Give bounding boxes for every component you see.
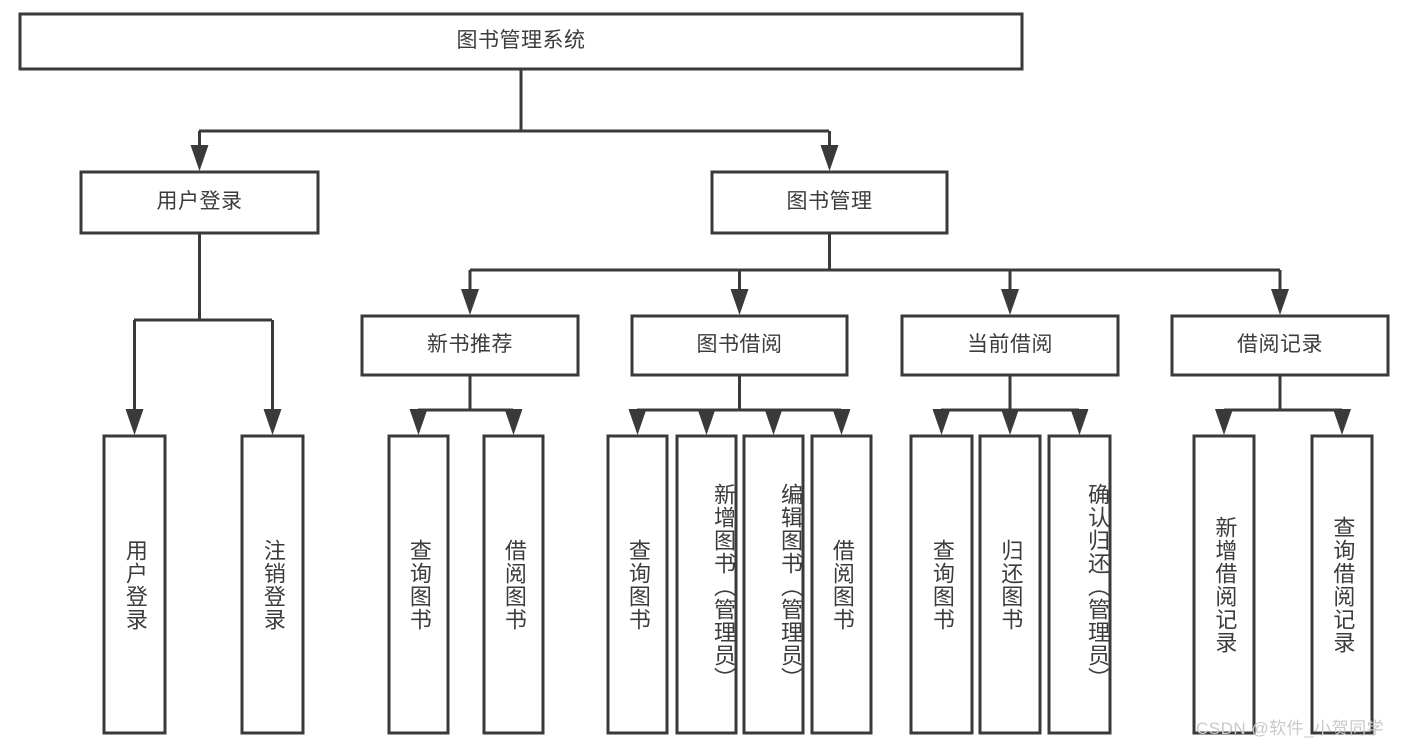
node-box-leaf-confirm-return[interactable] (1047, 434, 1112, 735)
node-box-book-borrow[interactable] (630, 314, 849, 377)
arrow-head-icon (190, 145, 209, 171)
node-box-borrow-record[interactable] (1170, 314, 1390, 377)
node-box-book-manage[interactable] (710, 170, 949, 235)
node-box-leaf-query-book-3[interactable] (909, 434, 974, 735)
node-box-leaf-edit-book[interactable] (742, 434, 805, 735)
arrow-head-icon (832, 409, 851, 435)
node-box-root[interactable] (18, 12, 1024, 71)
node-box-leaf-borrow-book-2[interactable] (810, 434, 873, 735)
csdn-watermark: CSDN @软件_小贺同学 (1196, 719, 1385, 738)
node-box-leaf-add-book[interactable] (675, 434, 738, 735)
arrow-head-icon (461, 289, 479, 315)
node-box-leaf-user-login[interactable] (102, 434, 167, 735)
node-box-current-borrow[interactable] (900, 314, 1120, 377)
arrow-head-icon (125, 409, 144, 435)
arrow-head-icon (730, 289, 749, 315)
arrow-head-icon (1271, 289, 1289, 315)
arrow-head-icon (1333, 409, 1351, 435)
node-box-leaf-borrow-book-1[interactable] (482, 434, 545, 735)
arrow-head-icon (628, 409, 647, 435)
node-box-new-book-recommend[interactable] (360, 314, 580, 377)
node-box-leaf-add-record[interactable] (1192, 434, 1256, 735)
arrow-head-icon (263, 409, 282, 435)
arrow-head-icon (1001, 289, 1019, 315)
arrow-head-icon (820, 145, 839, 171)
arrow-head-icon (1070, 409, 1089, 435)
arrow-head-icon (764, 409, 783, 435)
node-box-leaf-query-record[interactable] (1310, 434, 1374, 735)
node-box-leaf-query-book-1[interactable] (387, 434, 450, 735)
node-box-user-login[interactable] (79, 170, 320, 235)
node-box-leaf-query-book-2[interactable] (606, 434, 669, 735)
arrow-head-icon (697, 409, 716, 435)
arrow-head-icon (1001, 409, 1019, 435)
node-box-leaf-return-book[interactable] (978, 434, 1042, 735)
node-box-layer (18, 12, 1390, 735)
arrow-head-icon (504, 409, 523, 435)
arrow-head-icon (409, 409, 428, 435)
node-box-leaf-logout[interactable] (240, 434, 305, 735)
arrow-head-icon (932, 409, 951, 435)
connector-layer (125, 69, 1351, 435)
arrow-head-icon (1215, 409, 1233, 435)
